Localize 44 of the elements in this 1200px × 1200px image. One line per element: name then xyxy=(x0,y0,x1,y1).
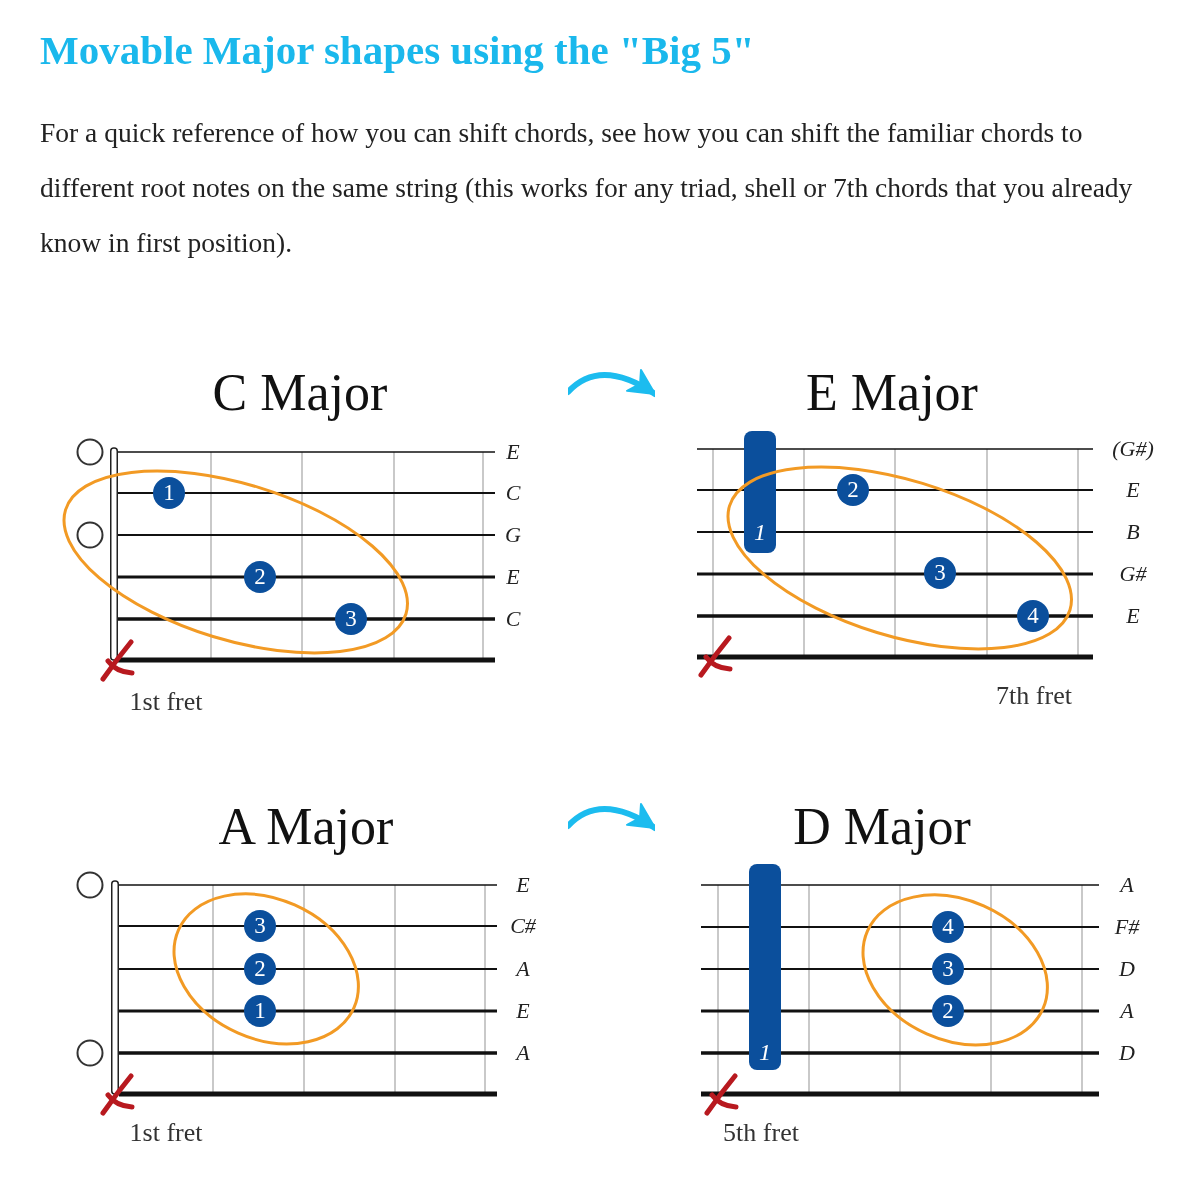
string-name: A xyxy=(516,956,530,982)
string-name: D xyxy=(1119,1040,1135,1066)
string-name: C xyxy=(505,480,521,506)
finger-dot: 2 xyxy=(244,953,276,985)
chord-name: A Major xyxy=(218,797,394,857)
finger-dot: 2 xyxy=(244,561,276,593)
barre-bar: 1 xyxy=(749,864,781,1070)
string-name: A xyxy=(1120,998,1134,1024)
finger-dot: 2 xyxy=(837,474,869,506)
string-name: D xyxy=(1119,956,1135,982)
fret-position-label: 7th fret xyxy=(996,681,1072,711)
intro-paragraph: For a quick reference of how you can shift chords, see how you can shift the familiar chords to different root notes on the same string (this works for any triad, shell or 7th chords that you already know in first position). xyxy=(40,116,1134,260)
string-name: A xyxy=(1120,872,1134,898)
string-name: C# xyxy=(510,913,536,939)
finger-dot: 1 xyxy=(153,477,185,509)
string-name: E xyxy=(516,998,530,1024)
fret-position-label: 1st fret xyxy=(129,1118,203,1148)
string-name: E xyxy=(1126,477,1140,503)
string-name: E xyxy=(506,439,520,465)
string-name: G# xyxy=(1119,561,1147,587)
string-name: C xyxy=(505,606,521,632)
string-name: E xyxy=(516,872,530,898)
finger-dot: 3 xyxy=(932,953,964,985)
string-name: G xyxy=(505,522,521,548)
string-name: B xyxy=(1126,519,1140,545)
finger-dot: 4 xyxy=(1017,600,1049,632)
finger-dot: 3 xyxy=(244,910,276,942)
finger-dot: 3 xyxy=(924,557,956,589)
chord-name: C Major xyxy=(212,363,388,423)
barre-bar: 1 xyxy=(744,431,776,553)
page-title: Movable Major shapes using the "Big 5" xyxy=(40,26,755,74)
finger-dot: 2 xyxy=(932,995,964,1027)
fret-position-label: 1st fret xyxy=(129,687,203,717)
string-name: (G#) xyxy=(1112,436,1154,462)
string-name: E xyxy=(506,564,520,590)
finger-dot: 3 xyxy=(335,603,367,635)
finger-dot: 1 xyxy=(244,995,276,1027)
string-name: E xyxy=(1126,603,1140,629)
fret-position-label: 5th fret xyxy=(723,1118,799,1148)
string-name: F# xyxy=(1114,914,1140,940)
chord-name: D Major xyxy=(793,797,971,857)
chord-name: E Major xyxy=(806,363,978,423)
string-name: A xyxy=(516,1040,530,1066)
finger-dot: 4 xyxy=(932,911,964,943)
